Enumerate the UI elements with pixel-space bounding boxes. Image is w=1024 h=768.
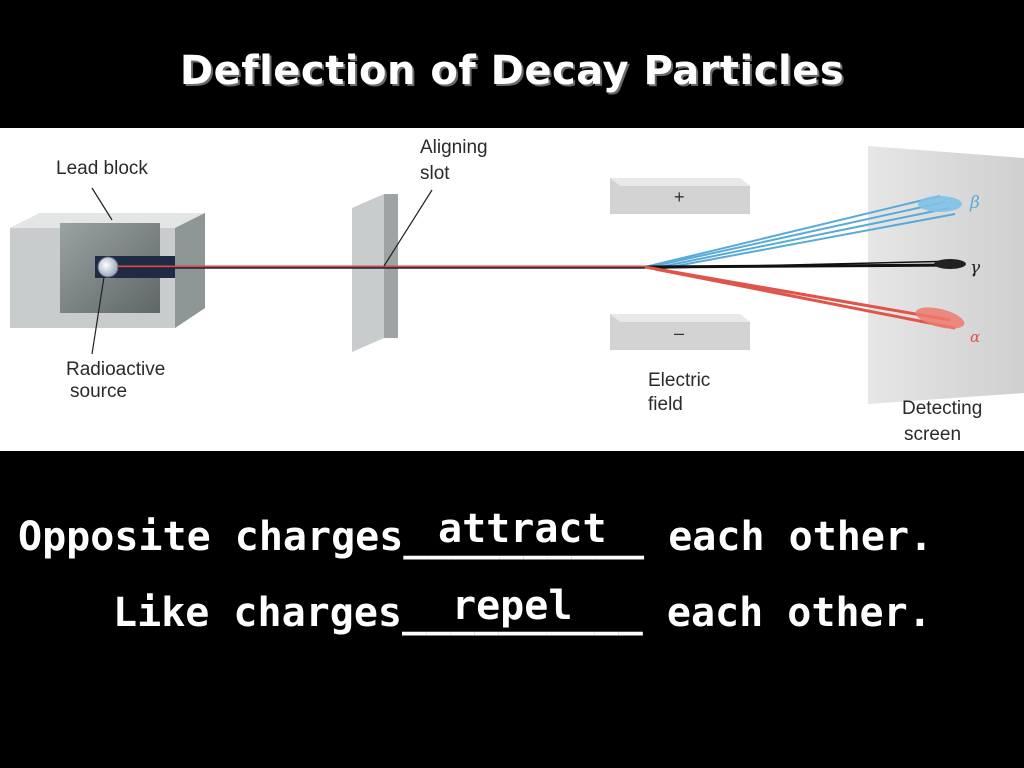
detecting-screen-label-line2: screen: [904, 424, 961, 445]
negative-plate: [610, 314, 750, 350]
gamma-symbol: γ: [970, 258, 981, 278]
radioactive-source-label-line2: source: [70, 381, 127, 402]
like-charges-answer: repel: [452, 583, 573, 629]
detecting-screen-label-line1: Detecting: [902, 398, 982, 419]
aligning-slot-pointer: [383, 189, 433, 267]
negative-plate-sign: –: [674, 323, 684, 343]
beta-spot: [918, 196, 962, 212]
opposite-charges-answer: attract: [438, 506, 607, 552]
lead-block-pointer: [91, 187, 113, 221]
diagram-svg: Lead block Aligning slot Radioactive sou…: [10, 137, 1024, 445]
opposite-charges-sentence: Opposite charges__________ each other.: [18, 514, 934, 560]
deflection-diagram: Lead block Aligning slot Radioactive sou…: [0, 128, 1024, 451]
radioactive-source: [97, 256, 119, 278]
aligning-slot-label-line1: Aligning: [420, 137, 488, 158]
radioactive-source-pointer: [91, 276, 105, 355]
electric-field-label-line2: field: [648, 394, 683, 415]
beta-symbol: β: [969, 193, 980, 213]
alpha-spot: [915, 307, 965, 329]
detecting-screen: [868, 146, 1024, 404]
positive-plate: [610, 178, 750, 214]
lead-block-label: Lead block: [56, 158, 148, 179]
beta-rays: [644, 195, 956, 270]
alpha-symbol: α: [970, 328, 980, 346]
alpha-rays: [644, 265, 956, 330]
positive-plate-sign: +: [674, 187, 685, 207]
like-charges-sentence: Like charges__________ each other.: [113, 590, 932, 636]
aligning-slot-plate: [352, 194, 398, 352]
gamma-spot: [934, 259, 966, 269]
slide-title: Deflection of Decay Particles: [179, 48, 845, 94]
electric-field-label-line1: Electric: [648, 370, 710, 391]
gamma-rays: [644, 260, 961, 269]
radioactive-source-label-line1: Radioactive: [66, 359, 165, 380]
aligning-slot-label-line2: slot: [420, 163, 450, 184]
